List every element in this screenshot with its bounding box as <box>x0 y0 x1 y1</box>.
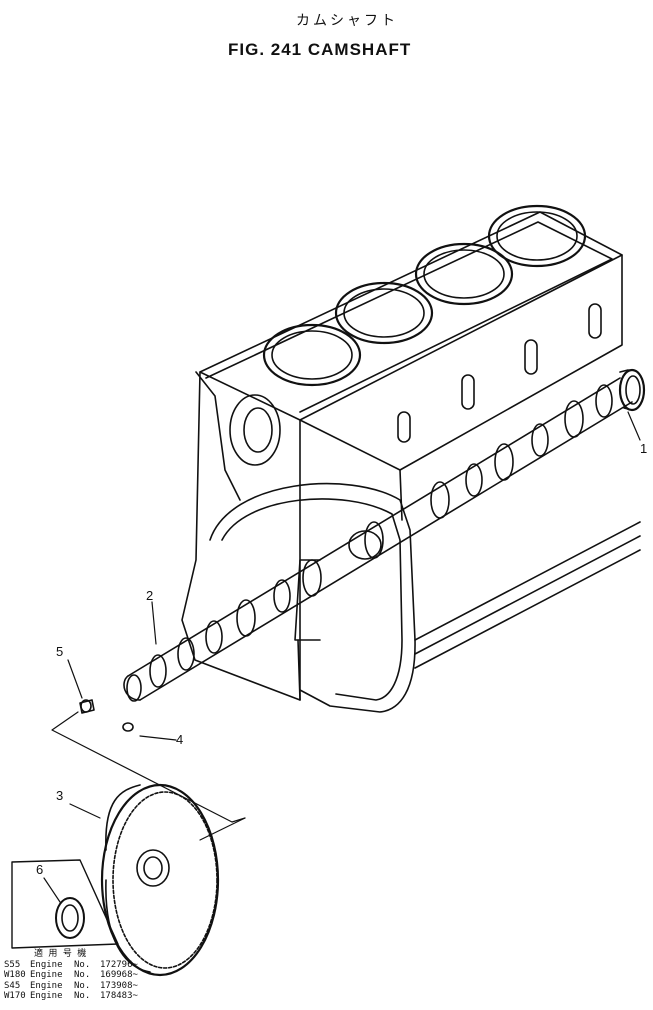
applicability-heading: 適 用 号 機 <box>34 949 87 959</box>
camshaft-bushing-1 <box>618 368 646 412</box>
callout-5: 5 <box>56 644 64 659</box>
callout-1: 1 <box>640 441 648 456</box>
callout-2: 2 <box>146 588 154 603</box>
camshaft <box>123 377 633 702</box>
callout-4: 4 <box>176 732 184 747</box>
bolt-5 <box>79 699 95 714</box>
inset-box <box>11 859 119 949</box>
leader-lines <box>43 411 641 903</box>
callout-6: 6 <box>36 862 44 877</box>
camshaft-gear-3 <box>100 783 220 977</box>
engine-block <box>181 204 641 713</box>
key-4 <box>122 722 134 732</box>
figure-title: FIG. 241 CAMSHAFT <box>228 40 412 59</box>
title-japanese: カムシャフト <box>296 13 398 29</box>
callout-3: 3 <box>56 788 64 803</box>
